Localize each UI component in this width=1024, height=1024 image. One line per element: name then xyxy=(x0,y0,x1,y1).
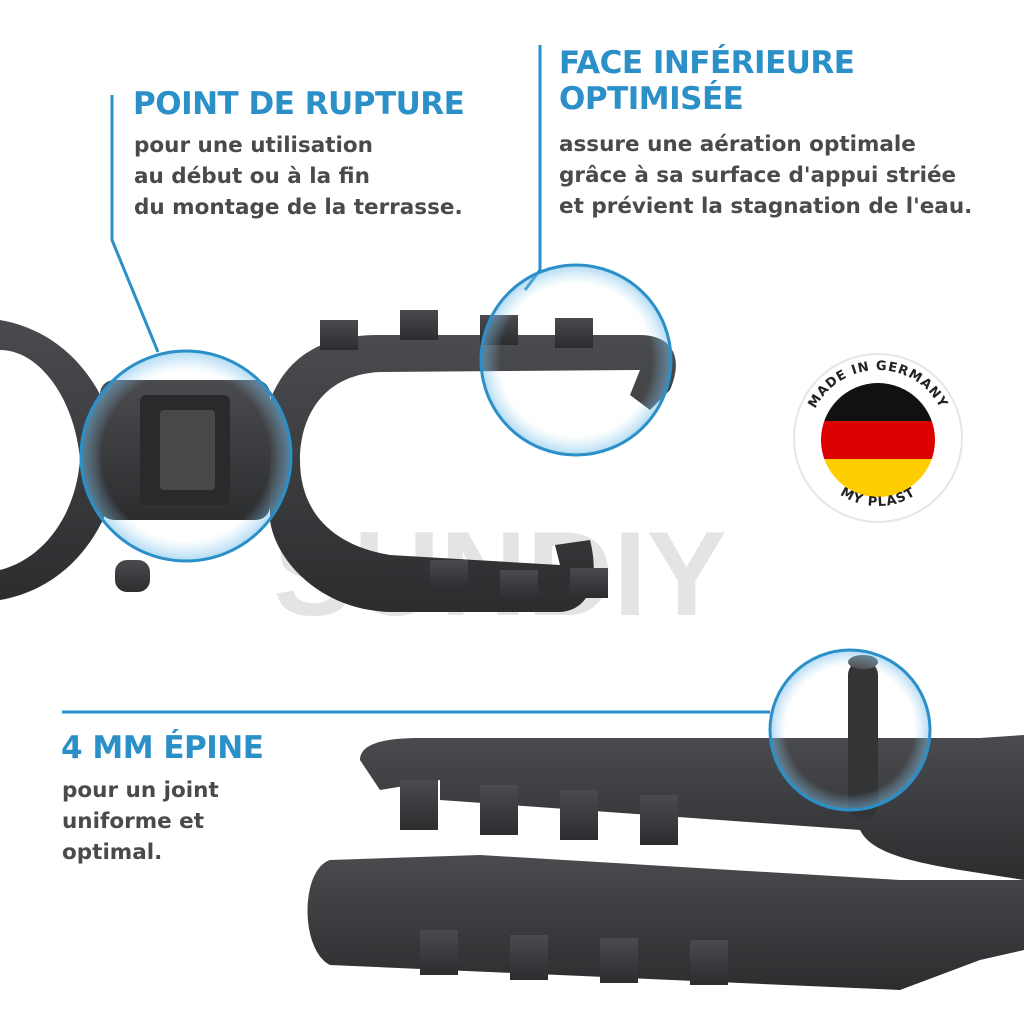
made-in-germany-badge: MADE IN GERMANY MY PLAST xyxy=(793,353,963,523)
teeth-bottom xyxy=(430,560,608,600)
desc-line: pour un joint xyxy=(62,778,219,803)
desc-line: optimal. xyxy=(62,840,163,865)
desc-line: assure une aération optimale xyxy=(559,132,916,157)
desc-line: du montage de la terrasse. xyxy=(134,195,463,220)
callout-circle-pin xyxy=(768,648,932,812)
feature-desc-breakpoint: pour une utilisation au début ou à la fi… xyxy=(134,130,463,223)
feature-title-underside: FACE INFÉRIEURE OPTIMISÉE xyxy=(559,45,855,117)
feature-desc-pin: pour un joint uniforme et optimal. xyxy=(62,775,219,868)
desc-line: uniforme et xyxy=(62,809,205,834)
desc-line: et prévient la stagnation de l'eau. xyxy=(559,194,973,219)
feature-title-breakpoint: POINT DE RUPTURE xyxy=(133,86,465,122)
desc-line: au début ou à la fin xyxy=(134,164,370,189)
feature-desc-underside: assure une aération optimale grâce à sa … xyxy=(559,129,972,222)
teeth-lower xyxy=(400,780,728,985)
title-line: FACE INFÉRIEURE xyxy=(559,45,855,81)
desc-line: grâce à sa surface d'appui striée xyxy=(559,163,957,188)
title-line: OPTIMISÉE xyxy=(559,81,744,117)
desc-line: pour une utilisation xyxy=(134,133,373,158)
callout-circle-breakpoint xyxy=(79,349,293,563)
feature-title-pin: 4 MM ÉPINE xyxy=(61,730,264,766)
callout-circle-underside xyxy=(479,263,673,457)
